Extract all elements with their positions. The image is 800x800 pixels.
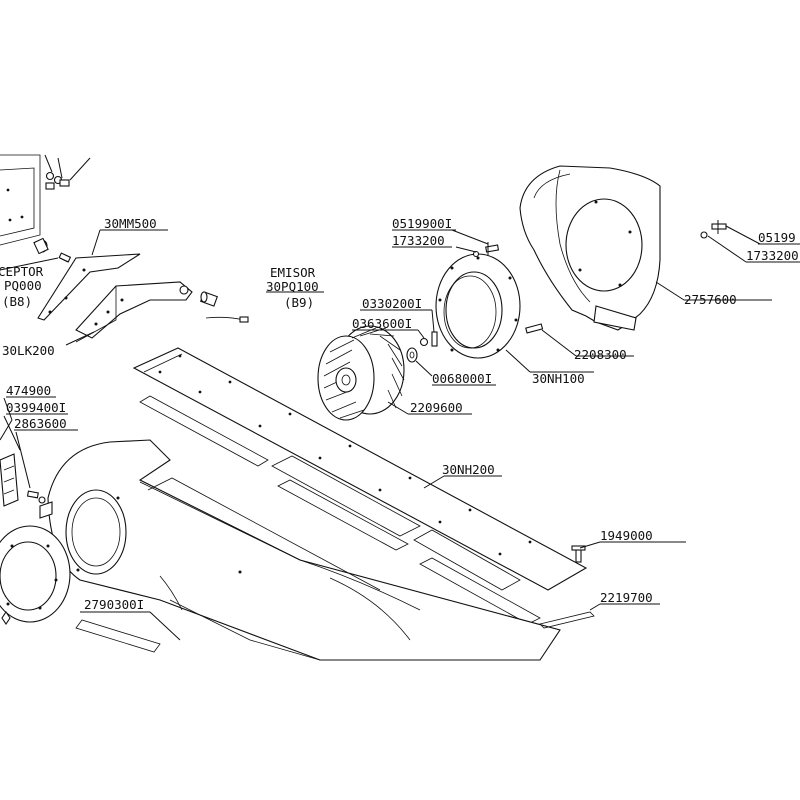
part-labels: 30MM500 CEPTOR PQ000 (B8) 30LK200 EMISOR… bbox=[0, 216, 799, 612]
label-1733200-right: 1733200 bbox=[746, 248, 799, 263]
screw-0330200I bbox=[417, 309, 438, 347]
top-left-screws bbox=[44, 154, 91, 190]
label-2863600: 2863600 bbox=[14, 416, 67, 431]
label-30NH100: 30NH100 bbox=[532, 371, 585, 386]
lower-housing bbox=[47, 439, 561, 661]
label-30LK200: 30LK200 bbox=[2, 343, 55, 358]
label-2790300I: 2790300I bbox=[84, 597, 144, 612]
screw-2208300 bbox=[525, 323, 634, 357]
bracket-30MM500 bbox=[37, 229, 168, 321]
left-side-panel bbox=[0, 154, 41, 246]
label-underlines bbox=[6, 229, 800, 431]
strip-2219700 bbox=[539, 603, 660, 629]
strip-2790300I bbox=[75, 611, 181, 653]
label-emisor-3: (B9) bbox=[284, 295, 314, 310]
emisor-bushing bbox=[200, 291, 249, 323]
blower-housing-2757600 bbox=[519, 165, 772, 331]
label-2757600: 2757600 bbox=[684, 292, 737, 307]
label-2209600: 2209600 bbox=[410, 400, 463, 415]
cover-panel-30NH200 bbox=[132, 347, 588, 591]
label-0519900I-mid: 0519900I bbox=[392, 216, 452, 231]
receptor-bushing bbox=[0, 237, 72, 271]
screw-mid bbox=[451, 229, 500, 258]
label-2219700: 2219700 bbox=[600, 590, 653, 605]
label-emisor-2: 30PQ100 bbox=[266, 279, 319, 294]
label-474900: 474900 bbox=[6, 383, 51, 398]
screw-1949000 bbox=[571, 541, 686, 563]
washer-0068000I bbox=[406, 347, 433, 377]
label-receptor-1: CEPTOR bbox=[0, 264, 44, 279]
label-emisor-1: EMISOR bbox=[270, 265, 316, 280]
left-flange-disc bbox=[0, 525, 71, 625]
right-screw bbox=[700, 220, 761, 263]
label-0068000I: 0068000I bbox=[432, 371, 492, 386]
impeller-2209600 bbox=[317, 325, 409, 421]
flange-30NH100 bbox=[435, 253, 594, 373]
label-2208300: 2208300 bbox=[574, 347, 627, 362]
left-small-parts bbox=[0, 397, 53, 519]
label-receptor-2: PQ000 bbox=[4, 278, 42, 293]
bracket-30LK200 bbox=[65, 281, 193, 346]
slats bbox=[139, 395, 541, 625]
label-30MM500: 30MM500 bbox=[104, 216, 157, 231]
label-30NH200: 30NH200 bbox=[442, 462, 495, 477]
label-0363600I: 0363600I bbox=[352, 316, 412, 331]
label-receptor-3: (B8) bbox=[2, 294, 32, 309]
label-1733200-mid: 1733200 bbox=[392, 233, 445, 248]
label-0330200I: 0330200I bbox=[362, 296, 422, 311]
label-1949000: 1949000 bbox=[600, 528, 653, 543]
label-0399400I: 0399400I bbox=[6, 400, 66, 415]
label-0519900I-right: 05199 bbox=[758, 230, 796, 245]
